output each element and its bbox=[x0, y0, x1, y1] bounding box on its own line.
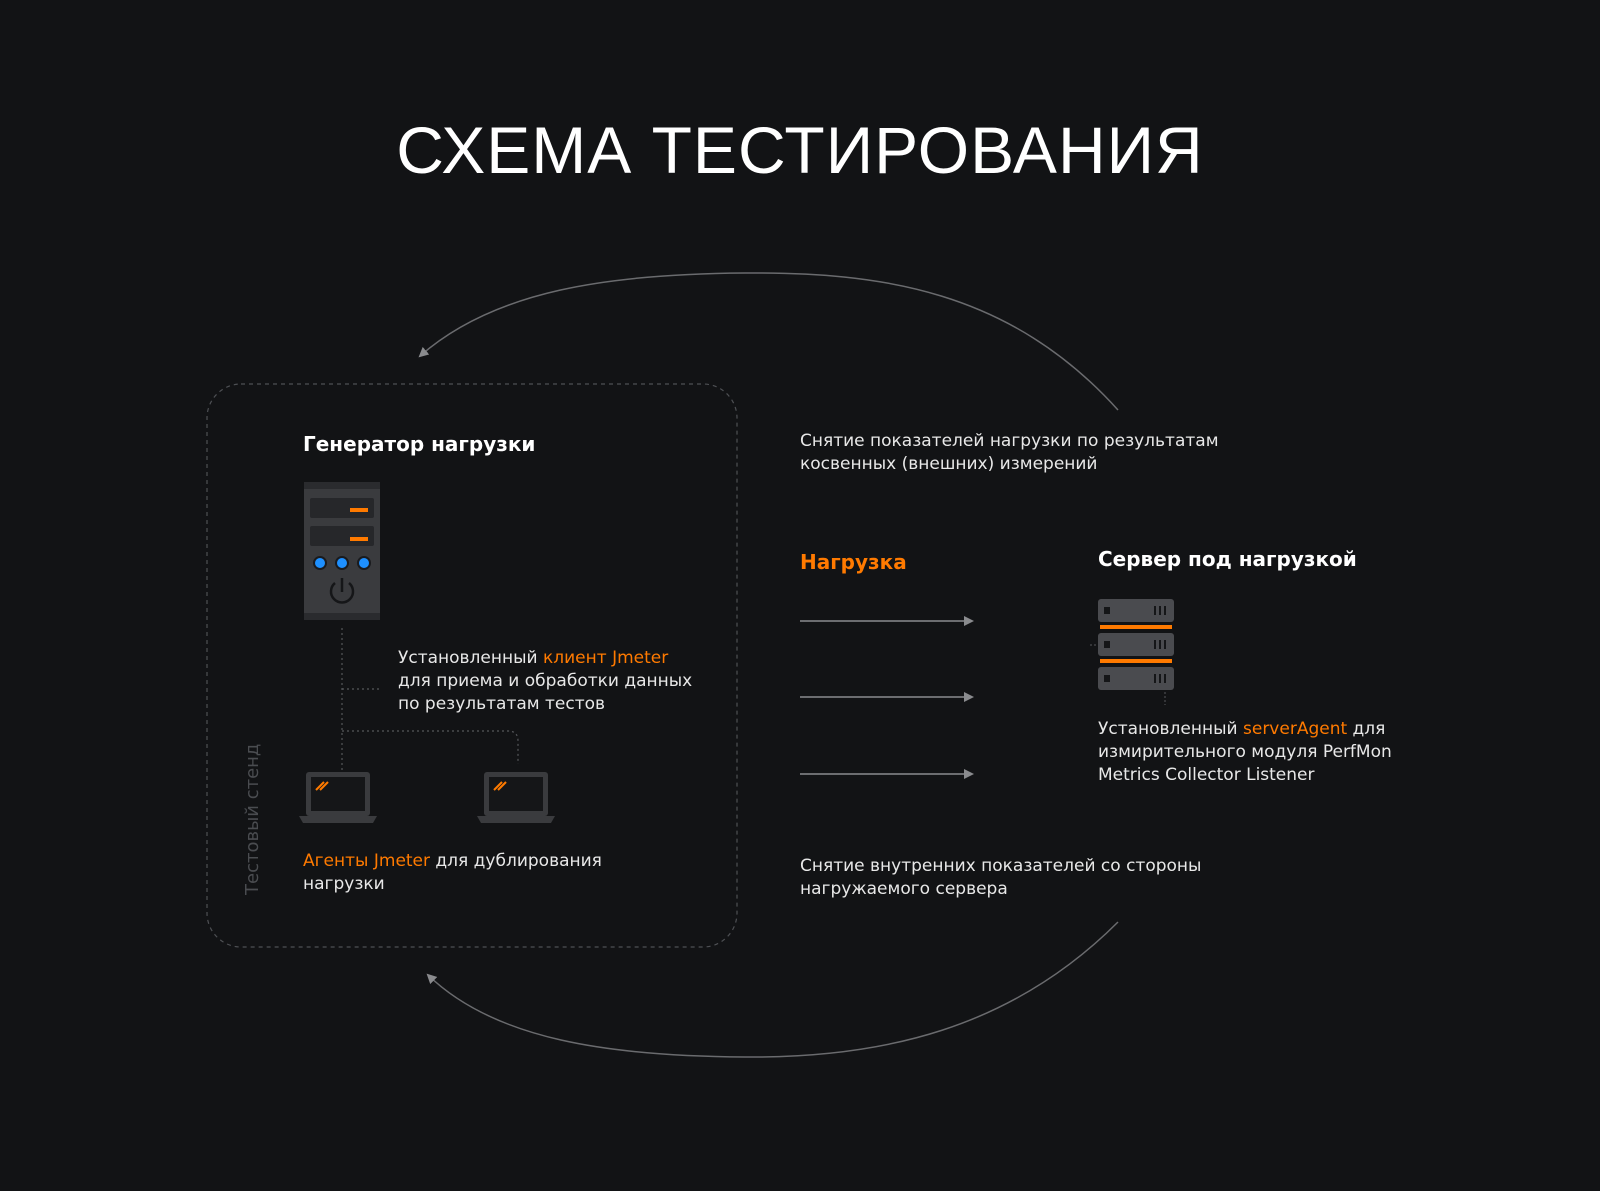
server-text-prefix: Установленный bbox=[1098, 719, 1243, 739]
laptop-icon bbox=[299, 772, 377, 823]
agents-jmeter-description: Агенты Jmeter для дублирования нагрузки bbox=[303, 850, 643, 896]
client-jmeter-description: Установленный клиент Jmeter для приема и… bbox=[398, 647, 718, 716]
load-arrows bbox=[800, 616, 974, 779]
client-text-prefix: Установленный bbox=[398, 648, 543, 668]
server-text-suffix: для bbox=[1347, 719, 1386, 739]
top-feedback-arc bbox=[418, 272, 1119, 411]
connector-lines bbox=[341, 628, 519, 770]
client-text-line3: по результатам тестов bbox=[398, 694, 606, 714]
generator-heading: Генератор нагрузки bbox=[303, 432, 536, 456]
test-bench-frame bbox=[206, 383, 738, 948]
server-agent-accent: serverAgent bbox=[1243, 719, 1348, 739]
agents-jmeter-accent: Агенты Jmeter bbox=[303, 851, 431, 871]
agents-text-line2: нагрузки bbox=[303, 874, 385, 894]
external-metrics-line1: Снятие показателей нагрузки по результат… bbox=[800, 431, 1219, 451]
server-text-line2: измирительного модуля PerfMon bbox=[1098, 742, 1392, 762]
server-agent-description: Установленный serverAgent для измиритель… bbox=[1098, 718, 1438, 787]
internal-metrics-line2: нагружаемого сервера bbox=[800, 879, 1008, 899]
server-rack-icon bbox=[1090, 599, 1174, 705]
external-metrics-text: Снятие показателей нагрузки по результат… bbox=[800, 430, 1230, 476]
internal-metrics-line1: Снятие внутренних показателей со стороны bbox=[800, 856, 1202, 876]
agents-text-rest: для дублирования bbox=[430, 851, 602, 871]
server-text-line3: Metrics Collector Listener bbox=[1098, 765, 1315, 785]
server-tower-icon bbox=[304, 482, 380, 620]
server-heading: Сервер под нагрузкой bbox=[1098, 547, 1357, 571]
client-text-line2: для приема и обработки данных bbox=[398, 671, 693, 691]
test-bench-label: Тестовый стенд bbox=[242, 743, 263, 895]
internal-metrics-text: Снятие внутренних показателей со стороны… bbox=[800, 855, 1230, 901]
bottom-feedback-arc bbox=[426, 921, 1119, 1058]
laptop-icon bbox=[477, 772, 555, 823]
load-label: Нагрузка bbox=[800, 550, 907, 574]
page-title: СХЕМА ТЕСТИРОВАНИЯ bbox=[396, 113, 1204, 187]
client-jmeter-accent: клиент Jmeter bbox=[543, 648, 669, 668]
external-metrics-line2: косвенных (внешних) измерений bbox=[800, 454, 1098, 474]
